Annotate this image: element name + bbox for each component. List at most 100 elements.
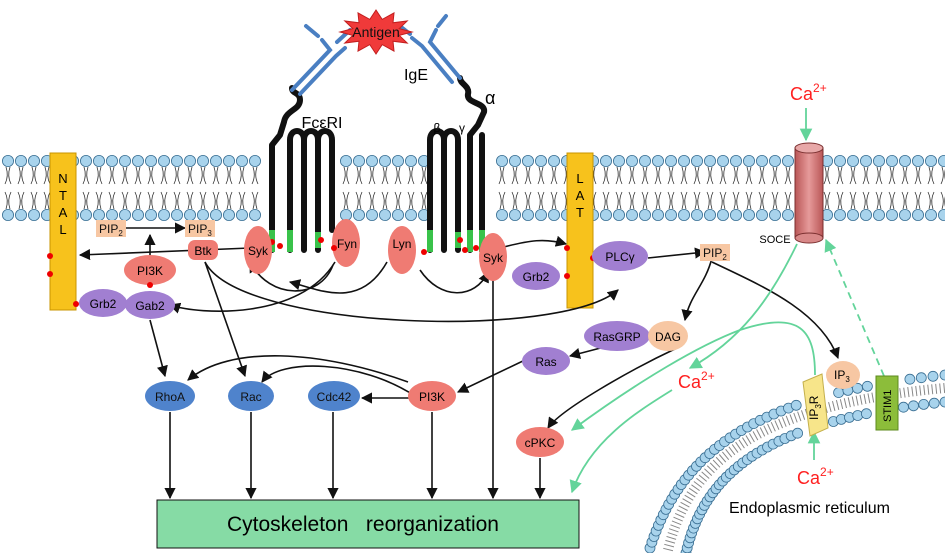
pip2-right-sub: 2 — [722, 253, 727, 262]
soce-channel — [794, 142, 824, 244]
er-membrane — [644, 369, 945, 553]
fceri-label: FcεRI — [302, 115, 343, 132]
ntal-letter: T — [59, 188, 67, 203]
plcg-node: PLCγ — [592, 241, 648, 271]
svg-text:PIP2: PIP2 — [703, 246, 727, 262]
fyn-label: Fyn — [337, 237, 357, 251]
stim1-label: STIM1 — [882, 390, 894, 422]
pip3-node: PIP3 — [185, 220, 215, 238]
phospho-dot — [47, 253, 53, 259]
ip3-node: IP3 — [826, 361, 860, 389]
calcium-mid-label: Ca2+ — [678, 369, 715, 392]
rac-label: Rac — [240, 390, 261, 404]
calcium-top-text: Ca — [790, 84, 814, 104]
pip2-right-text: PIP — [703, 246, 722, 260]
grb2-right-label: Grb2 — [523, 270, 550, 284]
calcium-top-charge: 2+ — [813, 81, 827, 95]
rhoa-label: RhoA — [155, 390, 185, 404]
soce-label: SOCE — [759, 234, 790, 246]
phospho-dot — [564, 245, 570, 251]
fyn-node: Fyn — [331, 219, 360, 267]
calcium-mid-text: Ca — [678, 372, 702, 392]
ras-node: Ras — [522, 347, 570, 375]
signal-arrows — [78, 222, 840, 500]
btk-label: Btk — [194, 244, 212, 258]
pip3-sub: 3 — [207, 229, 212, 238]
antigen-label: Antigen — [352, 24, 399, 40]
stim1-node: STIM1 — [875, 375, 899, 431]
phospho-dot — [47, 271, 53, 277]
rasgrp-node: RasGRP — [584, 321, 650, 351]
syk-right-node: Syk — [479, 233, 507, 281]
gamma-label: γ — [459, 121, 465, 135]
ntal-letter: A — [59, 205, 68, 220]
ntal-scaffold: N T A L — [47, 152, 79, 311]
calcium-er-charge: 2+ — [820, 465, 834, 479]
rasgrp-label: RasGRP — [593, 330, 640, 344]
dag-node: DAG — [648, 321, 688, 351]
lyn-node: Lyn — [388, 226, 416, 274]
cdc42-node: Cdc42 — [308, 381, 360, 411]
calcium-mid-charge: 2+ — [701, 369, 715, 383]
fceri-receptor — [269, 75, 488, 253]
ras-label: Ras — [535, 355, 556, 369]
pip3-text: PIP — [188, 222, 207, 236]
cpkc-label: cPKC — [525, 436, 556, 450]
grb2-left-node: Grb2 — [79, 289, 127, 317]
btk-node: Btk — [188, 240, 218, 260]
ip3r-sub: 3 — [814, 404, 823, 409]
plcg-label: PLCγ — [605, 250, 634, 264]
lat-letter: T — [576, 205, 584, 220]
antigen: Antigen — [338, 9, 414, 55]
ip3r-node: IP3R — [802, 373, 829, 437]
pi3k-main-node: PI3K — [408, 381, 456, 411]
svg-text:PIP2: PIP2 — [99, 222, 123, 238]
calcium-top-label: Ca2+ — [790, 81, 827, 104]
ige-label: IgE — [404, 67, 428, 84]
plasma-membrane — [2, 154, 945, 221]
cpkc-node: cPKC — [516, 427, 564, 457]
ntal-letter: N — [58, 171, 67, 186]
phospho-dot — [564, 273, 570, 279]
cytoskeleton-box: Cytoskeleton reorganization — [156, 499, 580, 549]
calcium-er-label: Ca2+ — [797, 465, 834, 488]
er-label: Endoplasmic reticulum — [729, 500, 890, 517]
grb2-left-label: Grb2 — [90, 297, 117, 311]
ip3-text: IP — [834, 368, 845, 382]
ip3r-text: IP — [807, 409, 821, 420]
cytoskeleton-label: Cytoskeleton reorganization — [227, 513, 499, 536]
grb2-right-node: Grb2 — [512, 262, 560, 290]
ige-antibody — [290, 14, 462, 96]
pip2-node-left: PIP2 — [96, 220, 126, 238]
svg-text:IP3: IP3 — [834, 368, 850, 384]
ip3r-tail: R — [807, 395, 821, 404]
pip2-left-sub: 2 — [118, 229, 123, 238]
pi3k-small-node: PI3K — [124, 255, 176, 288]
alpha-label: α — [485, 88, 495, 108]
ip3-sub: 3 — [845, 375, 850, 384]
phospho-dot — [73, 301, 79, 307]
pi3k-small-label: PI3K — [137, 264, 163, 278]
syk-left-node: Syk — [244, 226, 272, 274]
lat-scaffold: L A T — [564, 152, 596, 309]
calcium-arrows — [569, 108, 885, 494]
phospho-dot — [147, 282, 153, 288]
syk-right-label: Syk — [483, 251, 504, 265]
gab2-label: Gab2 — [135, 299, 165, 313]
phospho-dot — [331, 245, 337, 251]
ntal-letter: L — [59, 222, 66, 237]
svg-text:PIP3: PIP3 — [188, 222, 212, 238]
beta-label: β — [434, 121, 441, 135]
cdc42-label: Cdc42 — [317, 390, 352, 404]
dag-label: DAG — [655, 330, 681, 344]
gab2-node: Gab2 — [125, 291, 175, 319]
pi3k-main-label: PI3K — [419, 390, 445, 404]
calcium-er-text: Ca — [797, 468, 821, 488]
lyn-label: Lyn — [393, 237, 412, 251]
ip3r-label: IP3R — [807, 395, 823, 420]
rhoa-node: RhoA — [145, 381, 195, 411]
rac-node: Rac — [228, 381, 274, 411]
lat-letter: L — [576, 171, 583, 186]
